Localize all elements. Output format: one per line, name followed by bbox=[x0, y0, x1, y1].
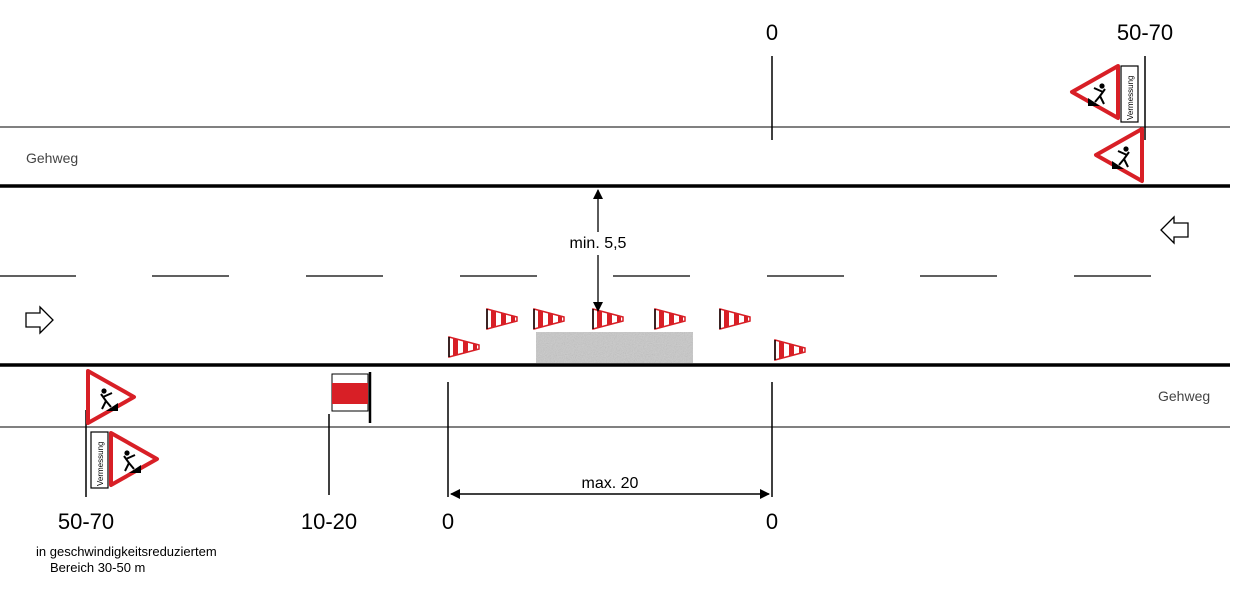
distance-bottom-zero-left: 0 bbox=[442, 509, 454, 534]
max-length-dimension: max. 20 bbox=[450, 475, 770, 499]
direction-arrow-icon bbox=[25, 305, 54, 335]
survey-sign-group-top: Vermessung bbox=[1070, 64, 1144, 183]
traffic-cone-icon bbox=[448, 336, 480, 358]
distance-bottom-zero-right: 0 bbox=[766, 509, 778, 534]
traffic-cone-icon bbox=[592, 308, 624, 330]
traffic-cone-icon bbox=[533, 308, 565, 330]
roadworks-triangle-icon bbox=[1070, 64, 1120, 120]
max-length-label: max. 20 bbox=[582, 475, 639, 492]
traffic-cone-icon bbox=[774, 339, 806, 361]
svg-text:Vermessung: Vermessung bbox=[96, 442, 105, 486]
roadworks-triangle-icon bbox=[86, 369, 136, 425]
sidewalk-label-bottom: Gehweg bbox=[1158, 388, 1210, 404]
traffic-cone-icon bbox=[719, 308, 751, 330]
traffic-cone-icon bbox=[654, 308, 686, 330]
vermessung-plate-icon: Vermessung bbox=[90, 431, 109, 489]
min-width-dimension: min. 5,5 bbox=[570, 189, 627, 312]
svg-text:Vermessung: Vermessung bbox=[1126, 76, 1135, 120]
distance-top-far: 50-70 bbox=[1117, 20, 1173, 45]
survey-sign-group-bottom: Vermessung bbox=[86, 369, 159, 489]
traffic-cone-icon bbox=[486, 308, 518, 330]
vermessung-plate-icon: Vermessung bbox=[1120, 65, 1139, 123]
distance-bottom-far: 50-70 bbox=[58, 509, 114, 534]
distance-bottom-barrier: 10-20 bbox=[301, 509, 357, 534]
min-width-label: min. 5,5 bbox=[570, 235, 627, 252]
direction-arrow-icon bbox=[1160, 215, 1189, 245]
roadworks-triangle-icon bbox=[109, 431, 159, 487]
note-line-2: Bereich 30-50 m bbox=[50, 560, 145, 575]
note-line-1: in geschwindigkeitsreduziertem bbox=[36, 544, 217, 559]
sidewalk-label-top: Gehweg bbox=[26, 150, 78, 166]
barrier-board-icon bbox=[331, 372, 372, 423]
distance-top-zero: 0 bbox=[766, 20, 778, 45]
road-layout bbox=[0, 126, 1230, 428]
work-area-texture bbox=[536, 332, 693, 363]
roadworks-triangle-icon bbox=[1094, 127, 1144, 183]
